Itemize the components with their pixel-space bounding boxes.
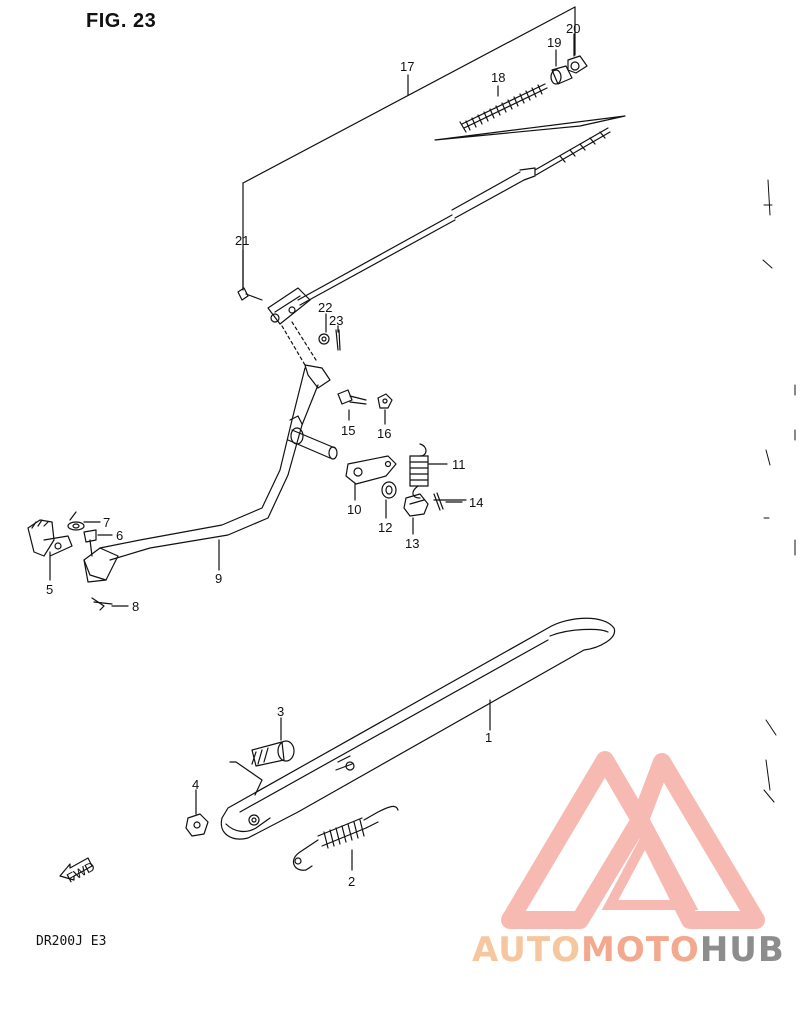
- part-12-washer: [381, 481, 397, 499]
- fwd-arrow-icon: [59, 857, 93, 881]
- watermark-text: AUTOMOTOHUB: [472, 930, 785, 970]
- callout-13: 13: [405, 536, 419, 551]
- part-10-plate: [345, 455, 397, 485]
- callout-23: 23: [329, 313, 343, 328]
- part-18-spring: [459, 83, 548, 133]
- callout-18: 18: [491, 70, 505, 85]
- part-22-washer: [318, 333, 330, 345]
- part-13-castle-nut: [403, 493, 429, 517]
- rod-end-pointer: [434, 115, 626, 141]
- scan-artifacts: [762, 179, 796, 803]
- part-14-cotter-pin: [433, 492, 467, 511]
- callout-1: 1: [485, 730, 492, 745]
- callout-leaders: [49, 33, 575, 871]
- callout-4: 4: [192, 777, 199, 792]
- part-8-cotter-pin: [91, 597, 113, 611]
- part-4-nut: [185, 813, 209, 837]
- callout-17: 17: [400, 59, 414, 74]
- callout-11: 11: [452, 457, 466, 472]
- callout-20: 20: [566, 21, 580, 36]
- callout-19: 19: [547, 35, 561, 50]
- part-15-bolt: [337, 389, 367, 405]
- watermark-part-1: AUTO: [472, 930, 581, 970]
- part-11-spring: [409, 443, 429, 499]
- callout-10: 10: [347, 502, 361, 517]
- pivot-guide: [229, 761, 263, 796]
- figure-title: FIG. 23: [86, 10, 157, 32]
- callout-21: 21: [235, 233, 249, 248]
- callout-7: 7: [103, 515, 110, 530]
- callout-8: 8: [132, 599, 139, 614]
- watermark-logo: [501, 751, 765, 929]
- part-20-nut: [567, 55, 588, 74]
- callout-22: 22: [318, 300, 332, 315]
- callout-14: 14: [469, 495, 483, 510]
- part-16-nut: [377, 393, 393, 409]
- part-9-brake-pedal: [83, 364, 338, 583]
- fwd-label: FWD: [64, 859, 97, 886]
- callout-6: 6: [116, 528, 123, 543]
- watermark-part-2: MOTO: [580, 930, 700, 970]
- callout-12: 12: [378, 520, 392, 535]
- brake-rod: [297, 127, 611, 306]
- callout-16: 16: [377, 426, 391, 441]
- model-code: DR200J E3: [36, 934, 107, 949]
- part-1-side-stand: [220, 617, 616, 840]
- part-6-bolt: [83, 529, 97, 557]
- callout-15: 15: [341, 423, 355, 438]
- callout-numbers: 1 2 3 4 5 6 7 8 9 10 11 12 13 14 15 16 1…: [46, 21, 580, 889]
- callout-3: 3: [277, 704, 284, 719]
- part-19-nut: [550, 65, 573, 85]
- watermark-part-3: HUB: [699, 930, 785, 970]
- callout-5: 5: [46, 582, 53, 597]
- callout-2: 2: [348, 874, 355, 889]
- part-21-pin: [237, 287, 263, 301]
- part-7-washer: [67, 511, 85, 531]
- part-23-cotter-pin: [335, 329, 341, 351]
- callout-9: 9: [215, 571, 222, 586]
- part-5-pedal-tip: [27, 519, 73, 557]
- rod-clevis: [267, 287, 311, 325]
- part-3-pivot-bolt: [251, 740, 295, 767]
- part-2-spring: [292, 805, 399, 871]
- linkage-guide: [281, 321, 317, 366]
